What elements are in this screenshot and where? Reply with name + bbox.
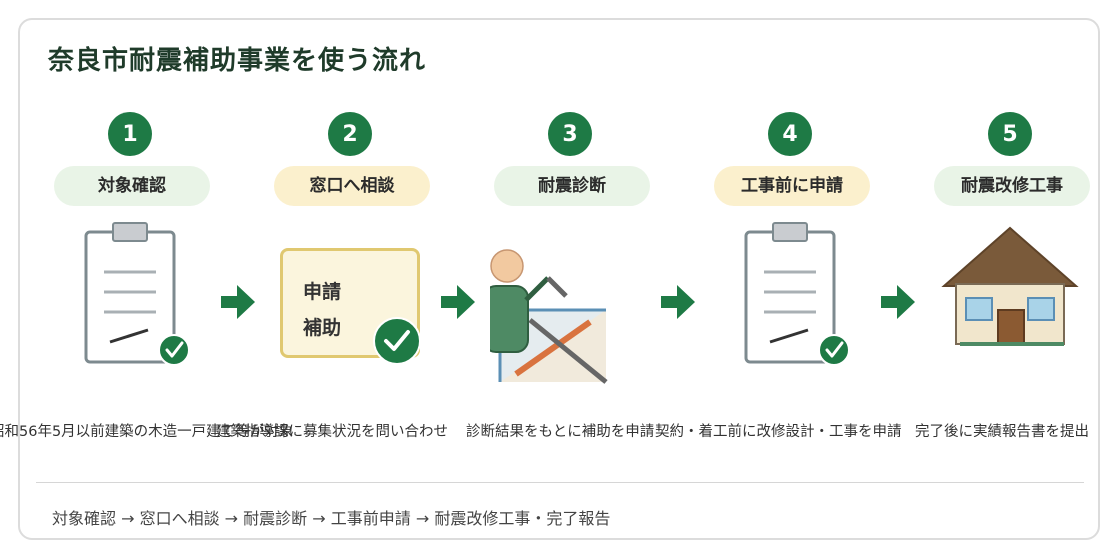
step-label: 工事前に申請 [714, 166, 870, 206]
step-1: 1 対象確認 [50, 112, 210, 402]
step-label: 耐震診断 [494, 166, 650, 206]
application-stamp-illustration: 申請 補助 [270, 220, 430, 390]
flow-summary: 対象確認 → 窓口へ相談 → 耐震診断 → 工事前申請 → 耐震改修工事・完了報… [52, 509, 611, 528]
arrow-right-icon [881, 285, 915, 319]
step-number: 5 [988, 112, 1032, 156]
inspector-icon [490, 249, 608, 384]
step-description: 完了後に実績報告書を提出 [915, 424, 1089, 440]
page-title: 奈良市耐震補助事業を使う流れ [48, 46, 427, 76]
arrow-right-icon [221, 285, 255, 319]
step-number: 3 [548, 112, 592, 156]
step-description: 建築指導課に募集状況を問い合わせ [216, 424, 448, 440]
step-4: 4 工事前に申請 [710, 112, 870, 402]
house-icon [941, 226, 1079, 346]
step-description: 診断結果をもとに補助を申請 [466, 424, 655, 440]
step-5: 5 耐震改修工事 [930, 112, 1090, 402]
clipboard-check-icon [84, 222, 190, 366]
flow-card [18, 18, 1100, 540]
step-number: 2 [328, 112, 372, 156]
step-descriptions: 昭和56年5月以前建築の木造一戸建て等が対象 建築指導課に募集状況を問い合わせ … [0, 420, 1120, 444]
step-3: 3 耐震診断 [490, 112, 650, 402]
form-text-line1: 申請 [303, 281, 342, 303]
arrow-right-icon [661, 285, 695, 319]
step-description: 昭和56年5月以前建築の木造一戸建て等が対象 [0, 424, 294, 440]
step-number: 4 [768, 112, 812, 156]
step-label: 対象確認 [54, 166, 210, 206]
step-label: 窓口へ相談 [274, 166, 430, 206]
step-2: 2 窓口へ相談 申請 補助 [270, 112, 430, 402]
step-description: 契約・着工前に改修設計・工事を申請 [655, 424, 902, 440]
step-number: 1 [108, 112, 152, 156]
arrow-right-icon [441, 285, 475, 319]
check-icon [373, 317, 421, 365]
application-form: 申請 補助 [280, 248, 420, 358]
form-text-line2: 補助 [303, 317, 342, 339]
step-label: 耐震改修工事 [934, 166, 1090, 206]
divider [36, 482, 1084, 483]
clipboard-check-icon [744, 222, 850, 366]
